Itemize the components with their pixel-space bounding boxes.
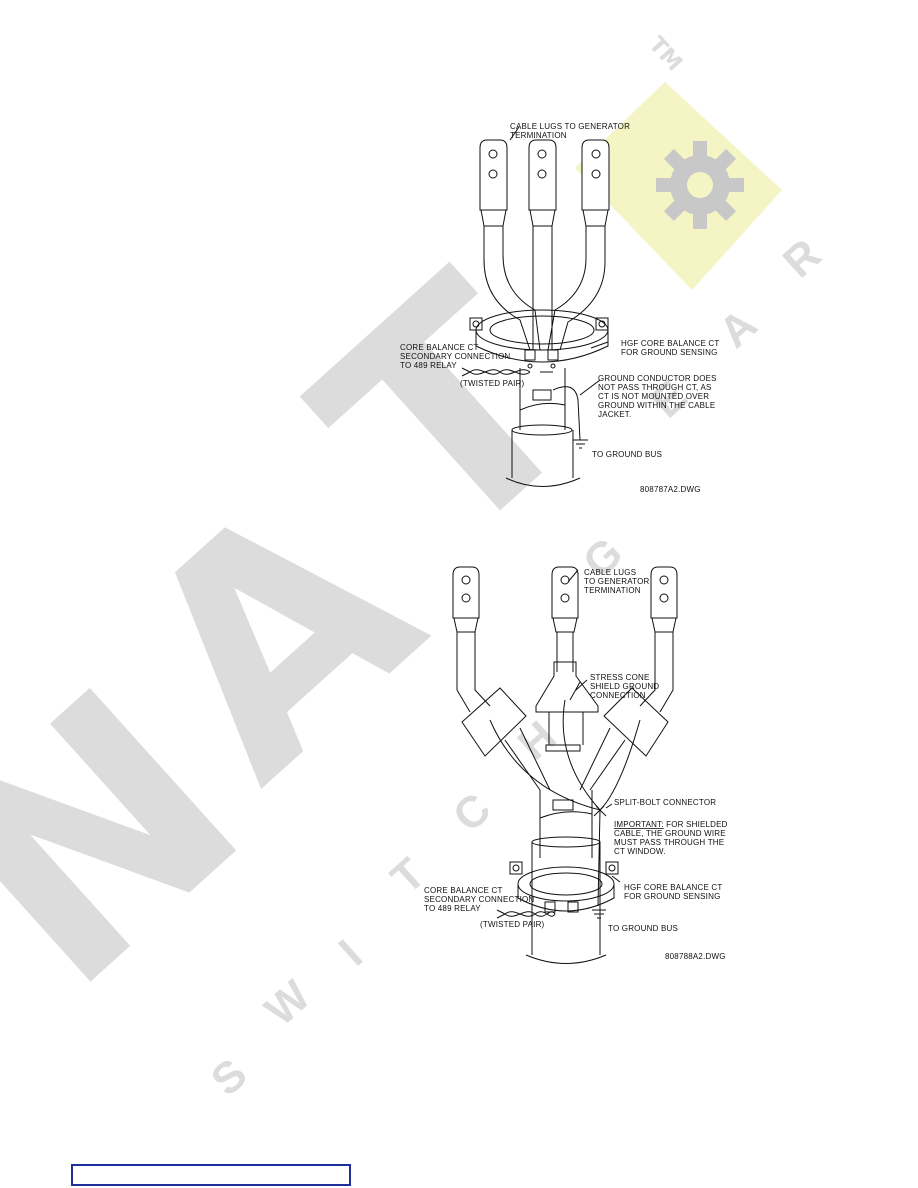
cable-right — [547, 226, 606, 351]
watermark-letter-i: I — [330, 931, 372, 976]
core-balance-ct-ring — [469, 309, 609, 369]
fig1-label-lugs-2: TERMINATION — [510, 131, 567, 140]
fig1-label-ground-3: CT IS NOT MOUNTED OVER — [598, 392, 709, 401]
cable-left-2 — [456, 632, 491, 713]
cable-center — [532, 226, 553, 350]
fig1-label-ground-2: NOT PASS THROUGH CT, AS — [598, 383, 712, 392]
fig1-label-cbct: CORE BALANCE CT — [400, 343, 479, 352]
fig2-label-hgf: HGF CORE BALANCE CT — [624, 883, 722, 892]
figure-1-diagram — [461, 126, 610, 487]
footer-box — [71, 1164, 351, 1186]
fig2-label-lugs: CABLE LUGS — [584, 568, 636, 577]
twisted-pair-arrow — [461, 367, 471, 377]
watermark-letter-r: R — [774, 230, 830, 288]
fig2-label-stress-2: SHIELD GROUND — [590, 682, 659, 691]
fig1-drawing-number: 808787A2.DWG — [640, 485, 701, 494]
ground-wire — [552, 386, 581, 441]
fig1-label-hgf: HGF CORE BALANCE CT — [621, 339, 719, 348]
fig2-label-lugs-3: TERMINATION — [584, 586, 641, 595]
fig1-label-lugs: CABLE LUGS TO GENERATOR — [510, 122, 630, 131]
figure-1-labels: CABLE LUGS TO GENERATOR TERMINATION HGF … — [400, 122, 719, 494]
watermark-letter-w: W — [256, 971, 320, 1036]
fig1-label-ground-5: JACKET. — [598, 410, 631, 419]
stress-cone-right — [579, 687, 669, 791]
watermark-letter-c: C — [444, 784, 500, 842]
fig2-label-stress-3: CONNECTION — [590, 691, 646, 700]
cable-jacket — [505, 368, 581, 487]
fig2-label-stress: STRESS CONE — [590, 673, 650, 682]
fig1-label-cbct-3: TO 489 RELAY — [400, 361, 457, 370]
cable-lug-left-2 — [452, 566, 480, 633]
watermark-trademark: TM — [644, 32, 687, 76]
cable-lug-left — [479, 139, 508, 227]
fig2-label-cbct: CORE BALANCE CT — [424, 886, 503, 895]
fig1-label-twisted: (TWISTED PAIR) — [460, 379, 525, 388]
split-bolt-connector — [593, 805, 607, 817]
cable-jacket-2 — [525, 790, 607, 964]
cable-left — [483, 226, 541, 351]
fig2-label-important-3: MUST PASS THROUGH THE — [614, 838, 724, 847]
figure-2-labels: CABLE LUGS TO GENERATOR TERMINATION STRE… — [424, 568, 728, 961]
fig1-label-hgf-2: FOR GROUND SENSING — [621, 348, 718, 357]
fig2-label-important: IMPORTANT: FOR SHIELDED — [614, 820, 728, 829]
shield-ground-wires — [489, 681, 641, 811]
ground-symbol — [573, 439, 588, 449]
fig1-label-cbct-2: SECONDARY CONNECTION — [400, 352, 510, 361]
twisted-pair-arrow-2 — [496, 909, 506, 919]
cable-lug-right — [581, 139, 610, 227]
cable-center-2 — [556, 632, 574, 672]
fig2-label-important-4: CT WINDOW. — [614, 847, 666, 856]
cable-lug-right-2 — [650, 566, 678, 633]
watermark-letter-a2: A — [710, 300, 766, 358]
twisted-pair-wire — [469, 369, 553, 375]
ground-symbol-2 — [592, 909, 606, 919]
stress-cone-left — [461, 687, 551, 791]
watermark: N A T S W I T C H G E A R TM — [0, 32, 830, 1105]
cable-lug-center — [528, 139, 557, 227]
fig2-label-cbct-2: SECONDARY CONNECTION — [424, 895, 534, 904]
figure-2-diagram — [452, 566, 678, 964]
fig2-label-split-bolt: SPLIT-BOLT CONNECTOR — [614, 798, 716, 807]
fig2-label-bus: TO GROUND BUS — [608, 924, 678, 933]
core-balance-ct-ring-2 — [509, 861, 619, 913]
fig2-drawing-number: 808788A2.DWG — [665, 952, 726, 961]
fig2-label-cbct-3: TO 489 RELAY — [424, 904, 481, 913]
fig1-label-ground: GROUND CONDUCTOR DOES — [598, 374, 717, 383]
watermark-gear-icon — [656, 141, 744, 229]
ground-wire-2 — [597, 809, 601, 907]
fig2-label-important-2: CABLE, THE GROUND WIRE — [614, 829, 726, 838]
fig2-label-twisted: (TWISTED PAIR) — [480, 920, 545, 929]
stress-cone-center — [535, 661, 599, 752]
twisted-pair-wire-2 — [504, 911, 556, 917]
cable-lug-center-2 — [551, 566, 579, 633]
fig2-label-important-key: IMPORTANT: — [614, 820, 664, 829]
fig1-label-bus: TO GROUND BUS — [592, 450, 662, 459]
fig2-label-hgf-2: FOR GROUND SENSING — [624, 892, 721, 901]
watermark-letter-h: H — [509, 712, 565, 770]
fig2-label-lugs-2: TO GENERATOR — [584, 577, 650, 586]
fig1-label-ground-4: GROUND WITHIN THE CABLE — [598, 401, 715, 410]
watermark-letter-s: S — [202, 1049, 257, 1105]
fig2-label-important-rest: FOR SHIELDED — [664, 820, 728, 829]
